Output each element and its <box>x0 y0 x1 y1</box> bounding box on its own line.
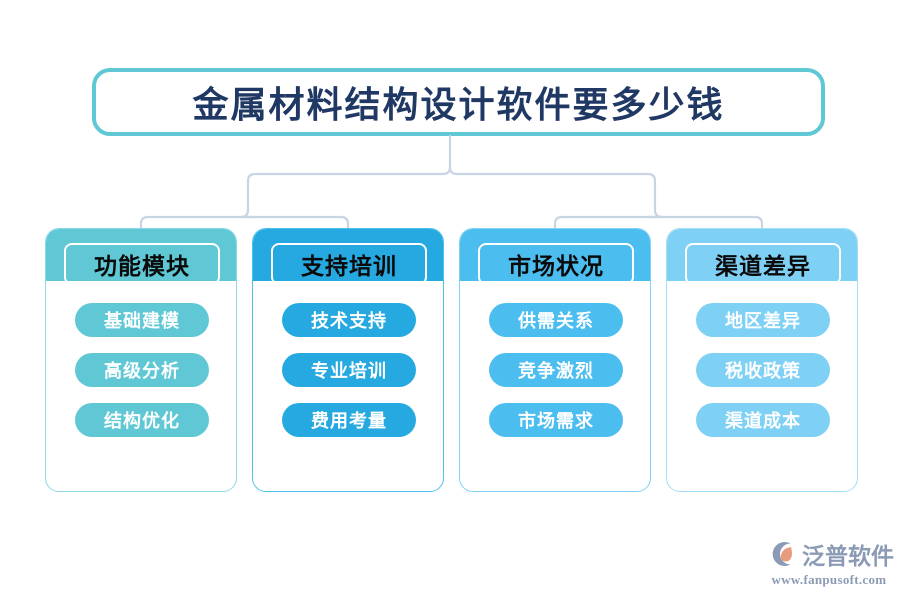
column-3-item-3-label: 市场需求 <box>518 411 594 431</box>
column-items-2: 技术支持 专业培训 费用考量 <box>253 303 443 437</box>
column-4-item-1-label: 地区差异 <box>725 311 801 331</box>
column-card-3[interactable]: 市场状况 供需关系 竞争激烈 市场需求 <box>459 228 651 492</box>
column-1-item-1-label: 基础建模 <box>104 311 180 331</box>
column-1-item-1[interactable]: 基础建模 <box>75 303 209 337</box>
column-1-item-2[interactable]: 高级分析 <box>75 353 209 387</box>
column-4-item-3-label: 渠道成本 <box>725 411 801 431</box>
column-3-item-1[interactable]: 供需关系 <box>489 303 623 337</box>
column-3-item-3[interactable]: 市场需求 <box>489 403 623 437</box>
logo-row: 泛普软件 <box>768 537 894 571</box>
logo-name: 泛普软件 <box>802 544 894 569</box>
column-header-label-2: 支持培训 <box>301 254 397 279</box>
diagram-title-box: 金属材料结构设计软件要多少钱 <box>92 68 825 136</box>
column-items-4: 地区差异 税收政策 渠道成本 <box>667 303 857 437</box>
column-2-item-1-label: 技术支持 <box>311 311 387 331</box>
watermark-logo: 泛普软件 www.fanpusoft.com <box>768 537 894 587</box>
column-2-item-1[interactable]: 技术支持 <box>282 303 416 337</box>
column-header-4: 渠道差异 <box>667 229 857 285</box>
column-4-item-2-label: 税收政策 <box>725 361 801 381</box>
column-1-item-3[interactable]: 结构优化 <box>75 403 209 437</box>
column-2-item-3-label: 费用考量 <box>311 411 387 431</box>
column-2-item-2-label: 专业培训 <box>311 361 387 381</box>
column-2-item-3[interactable]: 费用考量 <box>282 403 416 437</box>
column-card-1[interactable]: 功能模块 基础建模 高级分析 结构优化 <box>45 228 237 492</box>
fanpu-logo-icon <box>772 542 792 566</box>
connector-stem-left <box>441 165 452 176</box>
column-header-inner-1: 功能模块 <box>64 243 220 285</box>
connector-branch-left <box>239 172 445 219</box>
column-4-item-3[interactable]: 渠道成本 <box>696 403 830 437</box>
column-card-4[interactable]: 渠道差异 地区差异 税收政策 渠道成本 <box>666 228 858 492</box>
column-card-2[interactable]: 支持培训 技术支持 专业培训 费用考量 <box>252 228 444 492</box>
column-header-inner-4: 渠道差异 <box>685 243 841 285</box>
column-4-item-2[interactable]: 税收政策 <box>696 353 830 387</box>
connector-stem-right <box>448 134 459 176</box>
column-1-item-2-label: 高级分析 <box>104 361 180 381</box>
column-2-item-2[interactable]: 专业培训 <box>282 353 416 387</box>
column-header-inner-2: 支持培训 <box>271 243 427 285</box>
column-3-item-2-label: 竞争激烈 <box>518 361 594 381</box>
column-header-label-3: 市场状况 <box>508 254 604 279</box>
column-3-item-1-label: 供需关系 <box>518 311 594 331</box>
column-header-1: 功能模块 <box>46 229 236 285</box>
page-title: 金属材料结构设计软件要多少钱 <box>192 85 725 125</box>
column-1-item-3-label: 结构优化 <box>104 411 180 431</box>
column-header-label-1: 功能模块 <box>94 254 190 279</box>
column-header-label-4: 渠道差异 <box>715 254 811 279</box>
connector-branch-right <box>455 172 664 219</box>
column-header-3: 市场状况 <box>460 229 650 285</box>
logo-url: www.fanpusoft.com <box>771 572 887 587</box>
column-items-1: 基础建模 高级分析 结构优化 <box>46 303 236 437</box>
column-3-item-2[interactable]: 竞争激烈 <box>489 353 623 387</box>
column-header-inner-3: 市场状况 <box>478 243 634 285</box>
column-items-3: 供需关系 竞争激烈 市场需求 <box>460 303 650 437</box>
column-header-2: 支持培训 <box>253 229 443 285</box>
column-4-item-1[interactable]: 地区差异 <box>696 303 830 337</box>
